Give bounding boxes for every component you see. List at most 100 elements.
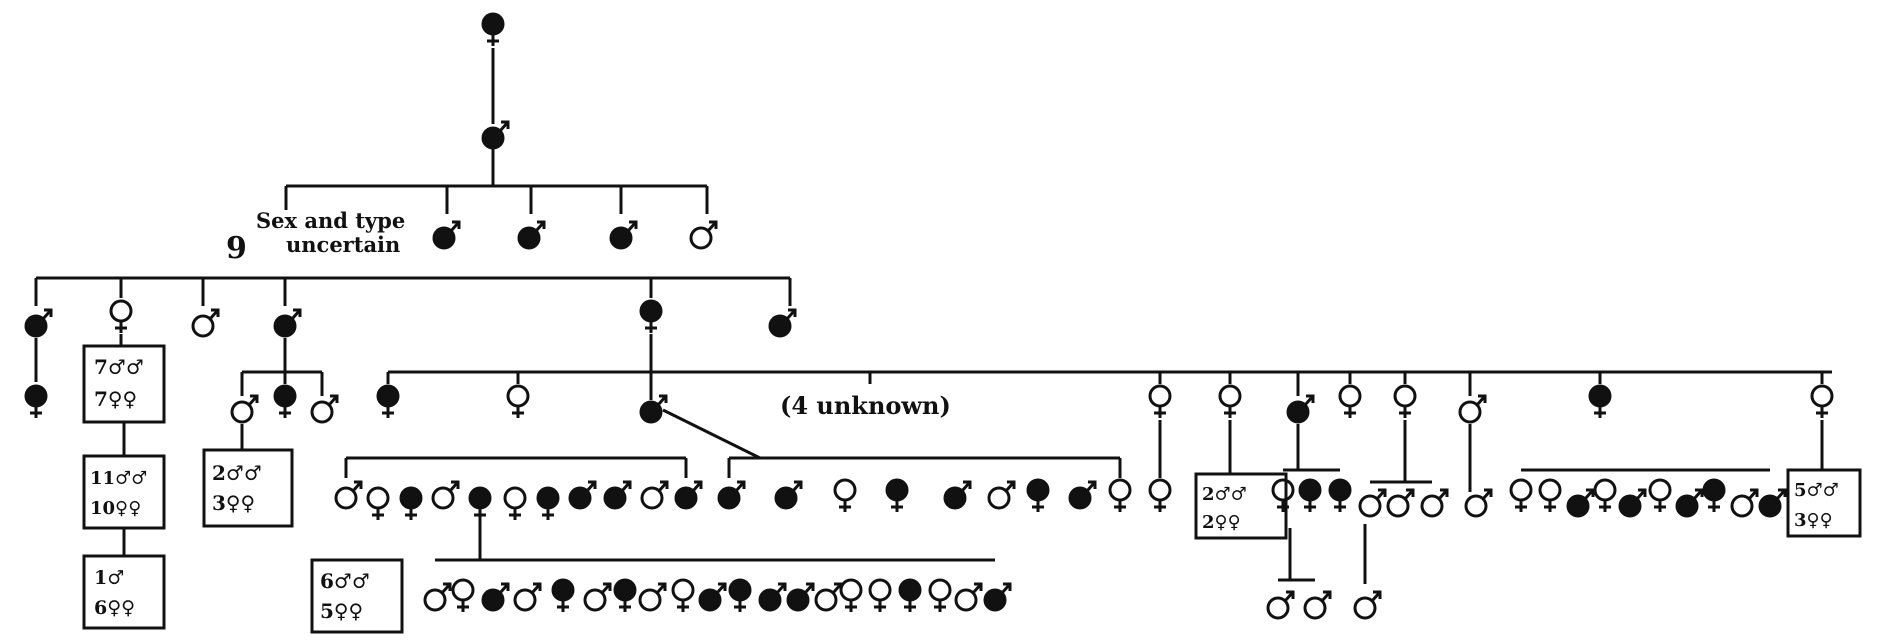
g5-female-e7-female-symbol [1338, 384, 1362, 418]
pedigree-symbols [24, 12, 1834, 620]
generation-3-male-1-male-symbol [432, 220, 461, 250]
descendant-28-male-symbol [1464, 488, 1493, 518]
descendant-27-male-symbol [1420, 488, 1449, 518]
descendant-11-male-symbol [674, 480, 703, 510]
count-box-b: 11♂♂ 10♀♀ [82, 454, 166, 530]
descendant-58-male-symbol [983, 582, 1012, 612]
g5-male-d1-male-symbol [230, 394, 259, 424]
g5-male-e3-male-symbol [639, 394, 668, 424]
descendant-29-female-symbol [1509, 478, 1533, 512]
descendant-5-female-symbol [468, 486, 492, 520]
count-box-d-females: 3♀♀ [212, 491, 255, 515]
unknown-label: (4 unknown) [780, 391, 951, 420]
descendant-26-male-symbol [1386, 488, 1415, 518]
uncertain-label-line2: uncertain [286, 232, 400, 257]
descendant-9-male-symbol [603, 480, 632, 510]
descendant-33-male-symbol [1618, 488, 1647, 518]
count-box-c-females: 6♀♀ [94, 597, 135, 619]
descendant-31-male-symbol [1566, 488, 1595, 518]
g5-female-e4-female-symbol [1148, 384, 1172, 418]
g4-female-b-female-symbol [109, 299, 133, 333]
descendant-15-female-symbol [885, 478, 909, 512]
g4-male-f-male-symbol [768, 308, 797, 338]
count-box-c-males: 1♂ [94, 567, 124, 589]
descendant-54-female-symbol [868, 578, 892, 612]
descendant-10-male-symbol [640, 480, 669, 510]
descendant-14-female-symbol [833, 478, 857, 512]
generation-3-male-2-male-symbol [517, 220, 546, 250]
descendant-8-male-symbol [568, 480, 597, 510]
descendant-40-female-symbol [451, 578, 475, 612]
descendant-24-female-symbol [1328, 478, 1352, 512]
descendant-21-female-symbol [1148, 478, 1172, 512]
g5-female-e10-female-symbol [1588, 384, 1612, 418]
descendant-4-male-symbol [431, 480, 460, 510]
g5-male-e9-male-symbol [1458, 394, 1487, 424]
uncertain-label-line1: Sex and type [256, 208, 405, 233]
descendant-22-female-symbol [1271, 478, 1295, 512]
descendant-30-female-symbol [1538, 478, 1562, 512]
descendant-51-male-symbol [786, 582, 815, 612]
g5-female-e1-female-symbol [376, 384, 400, 418]
count-box-e-males: 6♂♂ [320, 569, 370, 593]
count-box-e: 6♂♂ 5♀♀ [310, 558, 404, 634]
count-box-a: 7♂♂ 7♀♀ [82, 344, 166, 424]
generation-3-male-4-male-symbol [689, 220, 718, 250]
descendant-36-female-symbol [1702, 478, 1726, 512]
descendant-61-male-symbol [1353, 590, 1382, 620]
generation-3-male-3-male-symbol [609, 220, 638, 250]
descendant-12-male-symbol [717, 480, 746, 510]
g4-male-c-male-symbol [191, 308, 220, 338]
generation-1-founder-female-symbol [481, 12, 505, 46]
pedigree-lines [34, 48, 1832, 584]
descendant-6-female-symbol [503, 486, 527, 520]
g5-female-e2-female-symbol [506, 384, 530, 418]
count-box-b-females: 10♀♀ [90, 498, 141, 519]
descendant-34-female-symbol [1648, 478, 1672, 512]
descendant-60-male-symbol [1303, 590, 1332, 620]
generation-2-male-male-symbol [481, 120, 510, 150]
descendant-35-male-symbol [1675, 488, 1704, 518]
g5-male-e6-male-symbol [1286, 394, 1315, 424]
descendant-43-female-symbol [551, 578, 575, 612]
count-box-e-females: 5♀♀ [320, 599, 363, 623]
descendant-38-male-symbol [1758, 488, 1787, 518]
descendant-42-male-symbol [513, 582, 542, 612]
descendant-32-female-symbol [1593, 478, 1617, 512]
count-box-b-males: 11♂♂ [90, 468, 147, 489]
descendant-46-male-symbol [638, 582, 667, 612]
descendant-37-male-symbol [1730, 488, 1759, 518]
descendant-44-male-symbol [583, 582, 612, 612]
g4-female-e-female-symbol [639, 299, 663, 333]
g5-male-d3-male-symbol [310, 394, 339, 424]
count-box-f: 2♂♂ 2♀♀ [1194, 472, 1288, 540]
descendant-49-female-symbol [728, 578, 752, 612]
descendant-3-female-symbol [399, 486, 423, 520]
count-box-c: 1♂ 6♀♀ [82, 554, 166, 630]
g5-female-e5-female-symbol [1218, 384, 1242, 418]
uncertain-count: 9 [226, 231, 247, 266]
g5-female-d2-female-symbol [273, 384, 297, 418]
count-box-d-males: 2♂♂ [212, 461, 262, 485]
count-box-g-females: 3♀♀ [1794, 510, 1833, 531]
count-box-a-females: 7♀♀ [94, 387, 137, 411]
descendant-53-female-symbol [839, 578, 863, 612]
descendant-41-male-symbol [481, 582, 510, 612]
descendant-16-male-symbol [943, 480, 972, 510]
descendant-52-male-symbol [814, 582, 843, 612]
descendant-25-male-symbol [1358, 488, 1387, 518]
descendant-47-female-symbol [671, 578, 695, 612]
descendant-2-female-symbol [366, 486, 390, 520]
descendant-17-male-symbol [987, 480, 1016, 510]
descendant-23-female-symbol [1298, 478, 1322, 512]
count-box-g: 5♂♂ 3♀♀ [1786, 468, 1862, 538]
descendant-57-male-symbol [954, 582, 983, 612]
g5-female-e8-female-symbol [1393, 384, 1417, 418]
descendant-19-male-symbol [1068, 480, 1097, 510]
descendant-18-female-symbol [1026, 478, 1050, 512]
descendant-39-male-symbol [423, 582, 452, 612]
g5-female-under-a-female-symbol [24, 384, 48, 418]
count-box-a-males: 7♂♂ [94, 355, 144, 379]
g4-male-a-male-symbol [24, 308, 53, 338]
